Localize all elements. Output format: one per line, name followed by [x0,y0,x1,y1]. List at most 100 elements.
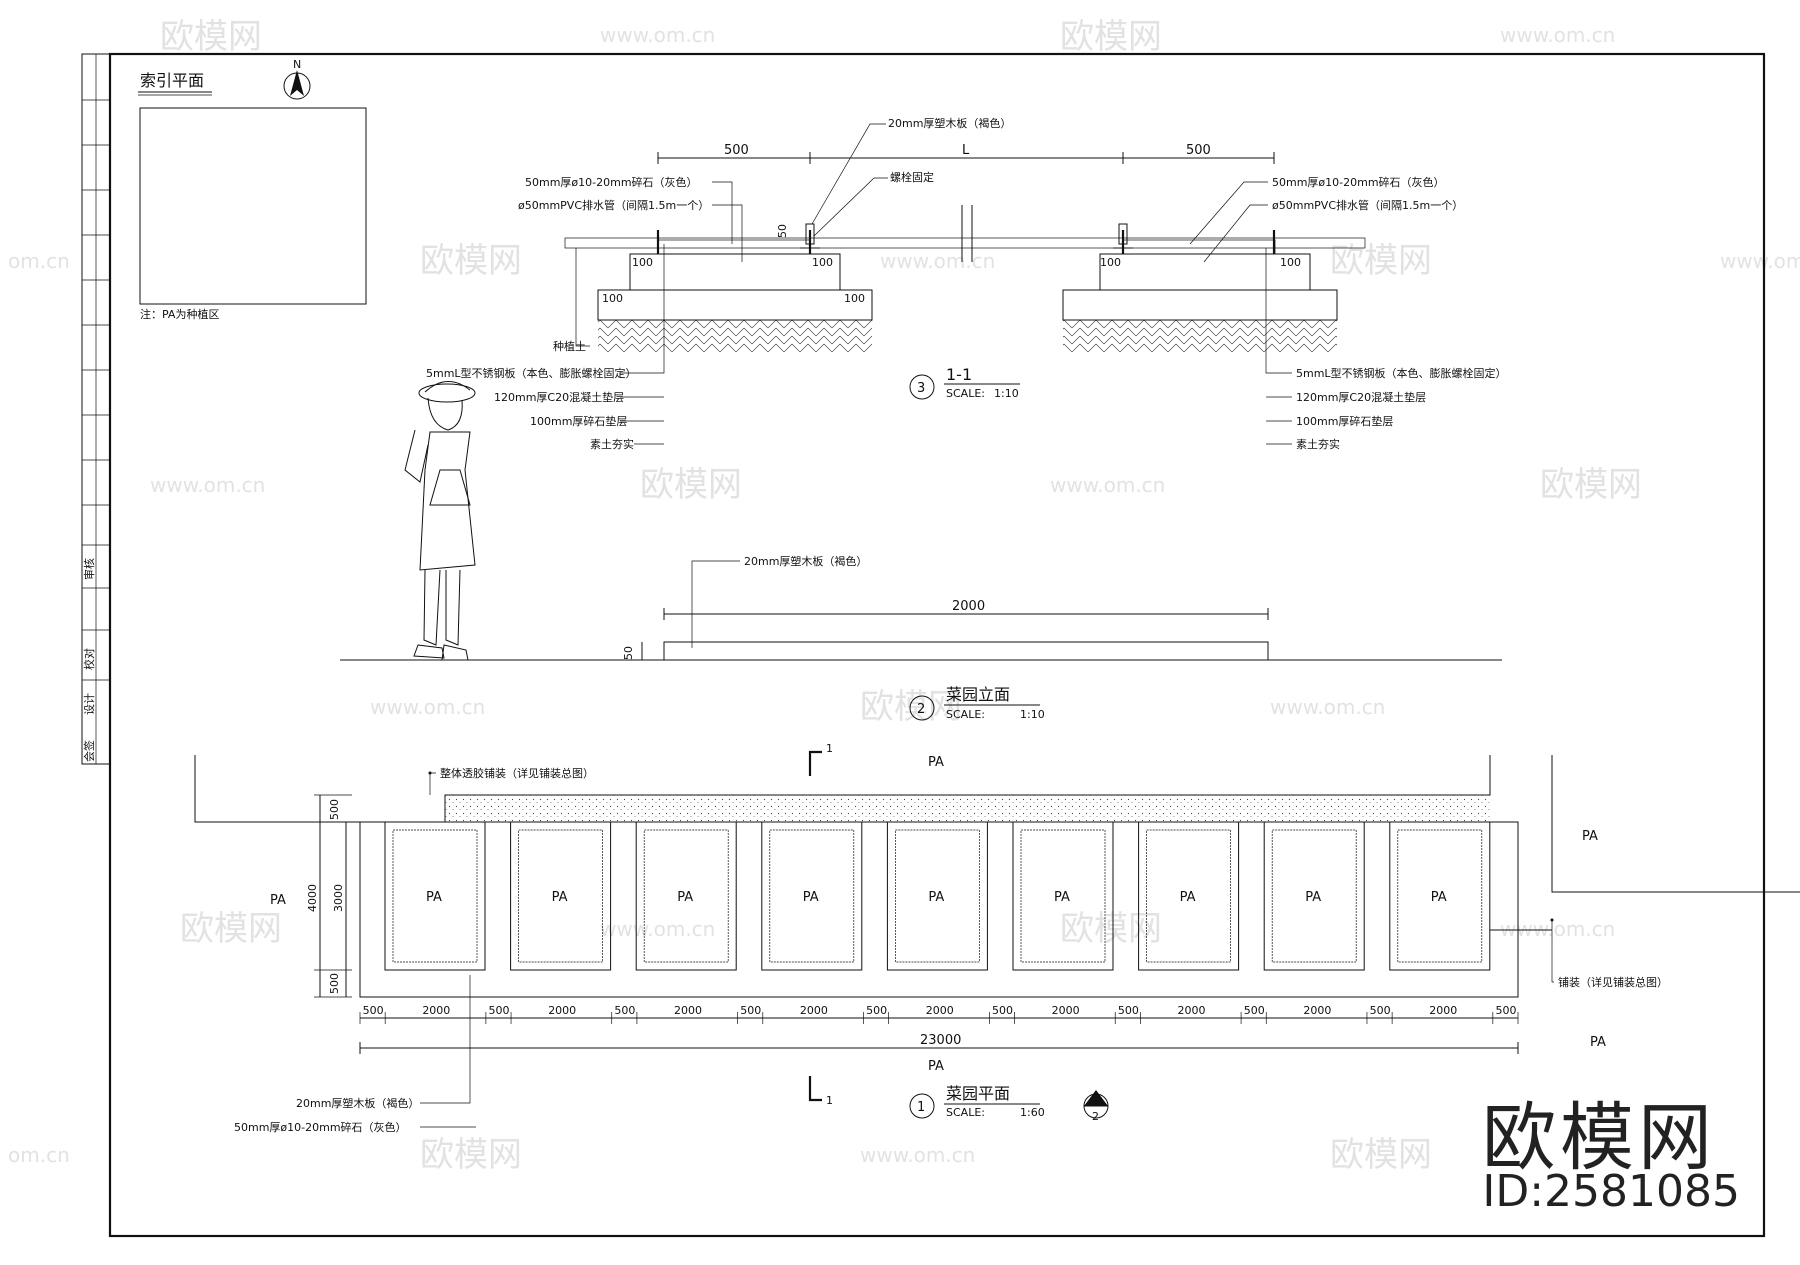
planting-area-label: PA [270,893,286,908]
note-label: 整体透胶铺装（详见铺装总图） [440,766,594,780]
section-detail: 500 L 500 50 100 100 100 [426,116,1507,451]
scale-value: 1:10 [1020,708,1045,721]
dim-text: 100 [632,256,653,269]
watermark-url: www.om.cn [370,695,485,719]
watermark-brand: 欧模网 [180,909,282,949]
watermark-url: www.om.cn [880,249,995,273]
note-label: 120mm厚C20混凝土垫层 [494,390,624,404]
scale-label: SCALE: [946,387,985,400]
watermark-url: om.cn [8,249,70,273]
dim-text: 4000 [306,884,319,912]
planting-area-label: PA [928,755,944,770]
note-label: 100mm厚碎石垫层 [1296,414,1393,428]
dim-text: 2000 [422,1004,450,1017]
dim-text: 500 [489,1004,510,1017]
dim-text: 50 [622,646,635,660]
note-label: 5mmL型不锈钢板（本色、膨胀螺栓固定） [426,366,637,380]
watermark-url: www.om.cn [1500,917,1615,941]
dim-text: 500 [724,143,749,158]
section-cut-number: 1 [826,742,833,755]
watermark-brand: 欧模网 [1330,1135,1432,1175]
section-cut-number: 1 [826,1094,833,1107]
planting-area-label: PA [1590,1035,1606,1050]
dim-text: 2000 [1178,1004,1206,1017]
scale-label: SCALE: [946,708,985,721]
dim-text: 500 [740,1004,761,1017]
watermark-brand: 欧模网 [420,241,522,281]
note-label: 螺栓固定 [890,170,934,184]
dim-text: 500 [1244,1004,1265,1017]
watermark-url: www.om.cn [1720,249,1800,273]
watermark-brand: 欧模网 [1060,17,1162,57]
dim-text: 2000 [800,1004,828,1017]
dim-text: 50 [776,224,789,238]
note-label: 120mm厚C20混凝土垫层 [1296,390,1426,404]
planting-area-label: PA [1054,890,1070,905]
note-label: 50mm厚ø10-20mm碎石（灰色） [234,1120,407,1134]
title-block: 会签 设计 校对 审核 [81,53,111,765]
title-block-cell: 审核 [82,558,96,580]
note-label: 20mm厚塑木板（褐色） [296,1096,419,1110]
watermark-url: www.om.cn [860,1143,975,1167]
planting-area-label: PA [928,890,944,905]
note-label: 5mmL型不锈钢板（本色、膨胀螺栓固定） [1296,366,1507,380]
dim-text: 100 [602,292,623,305]
section-cut-mark [808,1076,822,1102]
dim-text: 500 [363,1004,384,1017]
watermark-url: om.cn [8,1143,70,1167]
dim-text: L [962,143,970,158]
section-cut-mark [808,750,822,776]
dim-text: 2000 [1429,1004,1457,1017]
watermark-url: www.om.cn [150,473,265,497]
watermark-url: www.om.cn [1500,23,1615,47]
view-title: 1-1 [946,365,972,384]
planting-area-label: PA [677,890,693,905]
svg-text:2: 2 [1092,1110,1099,1123]
dim-text: 500 [1186,143,1211,158]
note-label: 素土夯实 [1296,437,1340,451]
planting-area-label: PA [928,1059,944,1074]
watermark-url: www.om.cn [1270,695,1385,719]
note-label: ø50mmPVC排水管（间隔1.5m一个） [1272,198,1463,212]
view-number: 1 [917,1100,925,1115]
planter-bed: PA [761,821,863,971]
dim-text: 2000 [1052,1004,1080,1017]
deck-board [564,237,1366,249]
elevation-view: 2000 50 20mm厚塑木板（褐色） 2 菜园立面 SCALE: 1:10 [340,554,1502,721]
planting-area-label: PA [1582,829,1598,844]
note-label: ø50mmPVC排水管（间隔1.5m一个） [518,198,709,212]
planter-bed: PA [1263,821,1365,971]
dimension-chain: 500 2000 500 2000 500 2000 500 2000 500 2000 500 20… [359,1004,1519,1024]
view-title: 菜园平面 [946,1084,1010,1103]
note-label: 20mm厚塑木板（褐色） [744,554,867,568]
dim-text: 500 [328,799,341,820]
brand-logo: 欧模网 [1482,1095,1716,1181]
planting-area-label: PA [1305,890,1321,905]
dim-text: 100 [812,256,833,269]
view-number: 3 [917,381,925,396]
planting-area-label: PA [1431,890,1447,905]
dim-text: 2000 [548,1004,576,1017]
watermark-layer: 欧模网 www.om.cn 欧模网 www.om.cn om.cn 欧模网 ww… [8,17,1800,1175]
human-scale-figure [404,381,476,661]
paving-area [359,821,1519,998]
note-label: 种植土 [553,339,586,353]
planting-area-label: PA [803,890,819,905]
note-label: 20mm厚塑木板（褐色） [888,116,1011,130]
planter-bed: PA [886,821,988,971]
watermark-brand: 欧模网 [1060,909,1162,949]
planter-bed: PA [1389,821,1491,971]
note-label: 50mm厚ø10-20mm碎石（灰色） [525,175,698,189]
elevation-reference-icon: 2 [1083,1090,1109,1123]
svg-text:N: N [293,58,301,71]
dim-text: 500 [992,1004,1013,1017]
title-block-cell: 会签 [82,740,96,762]
dim-text: 3000 [332,884,345,912]
note-label: 50mm厚ø10-20mm碎石（灰色） [1272,175,1445,189]
planter-bed: PA [1012,821,1114,971]
dim-text: 500 [1118,1004,1139,1017]
planting-area-label: PA [552,890,568,905]
deck-board [663,641,1269,661]
index-plan-title: 索引平面 [140,71,204,90]
